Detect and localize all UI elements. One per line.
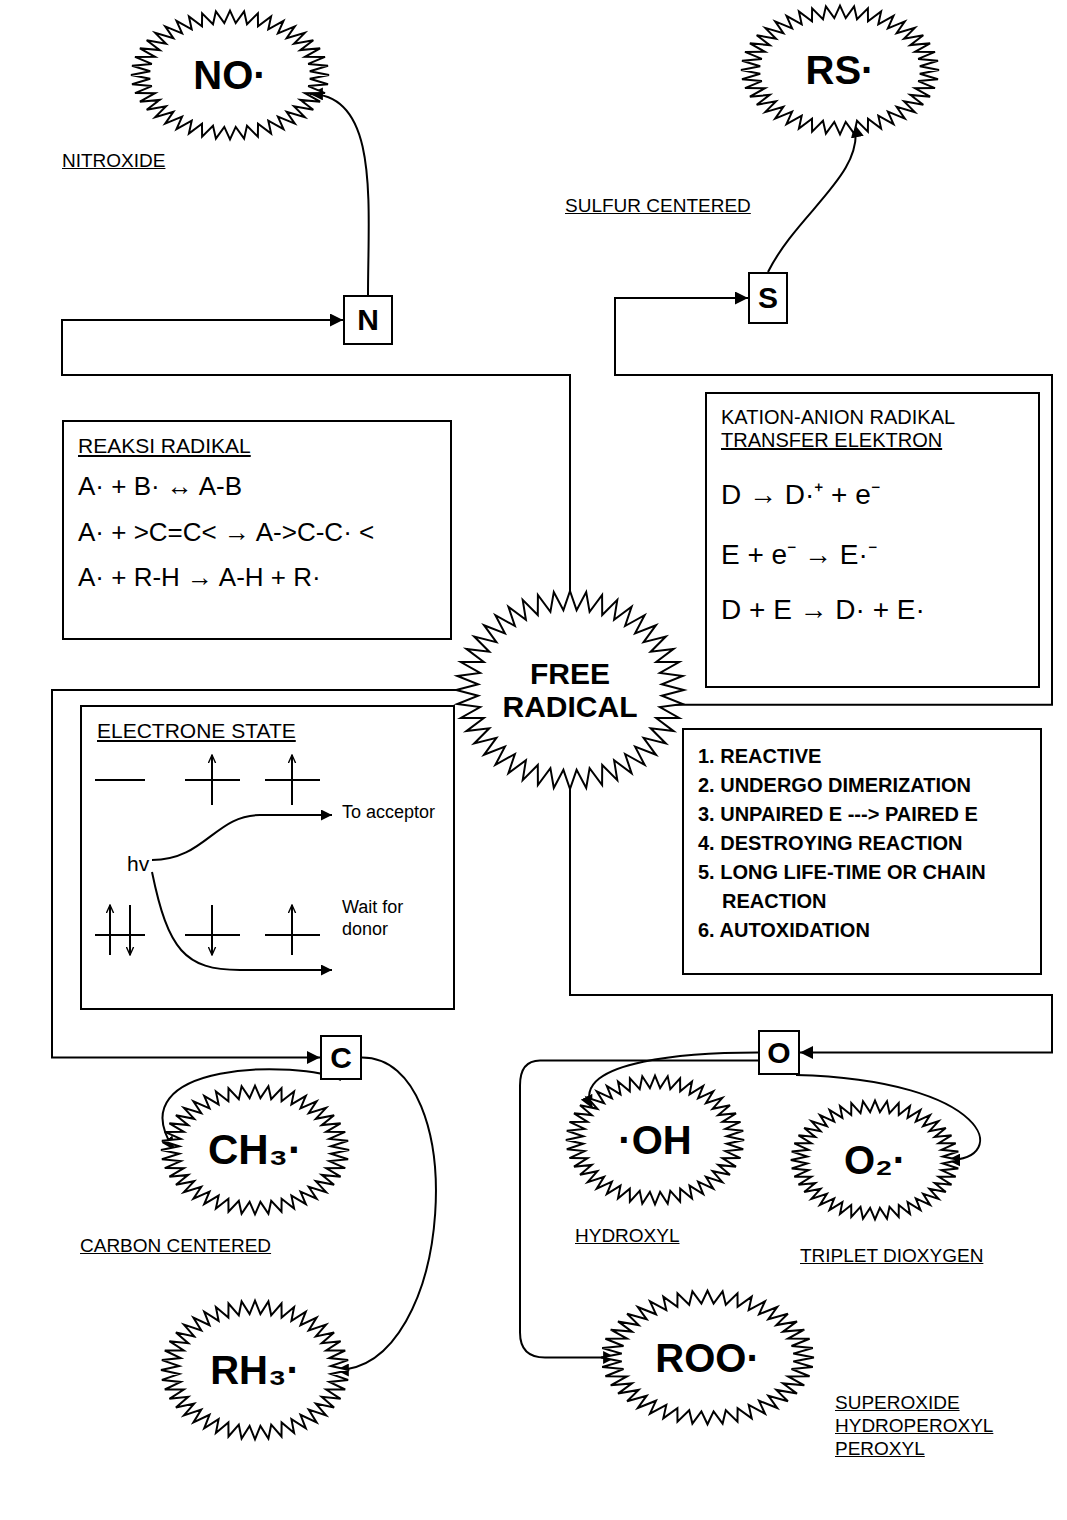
connector-arrow [336,1058,436,1371]
node-text: A· + B· ↔ A-B [78,464,436,510]
excitation-arrow [152,815,332,860]
text-box: 1. REACTIVE2. UNDERGO DIMERIZATION3. UNP… [682,728,1042,975]
letter-box: N [343,295,393,345]
radical-label: CH₃· [208,1127,302,1173]
starburst-outline [601,1291,814,1425]
node-text: A· + R-H → A-H + R· [78,555,436,601]
node-text: 3. UNPAIRED E ---> PAIRED E [698,800,1026,829]
spin-down-arrow [129,905,131,955]
letter-box: C [320,1035,362,1080]
category-label: CARBON CENTERED [80,1235,300,1258]
connector-arrow [310,94,369,295]
node-text: Wait for donor [342,897,442,940]
node-text: E + e⁻ → E·⁻ [721,534,1024,572]
starburst-node: CH₃· [160,1085,350,1215]
starburst-node: NO· [130,10,330,140]
starburst-node: RS· [740,5,940,135]
node-text: To acceptor [342,802,442,824]
category-label: SUPEROXIDE HYDROPEROXYL PEROXYL [835,1392,1005,1460]
starburst-outline [741,6,939,135]
node-text: ELECTRONE STATE [97,719,296,743]
radical-label: ROO· [655,1336,759,1380]
letter-box: S [748,272,788,324]
text-box: ELECTRONE STATE hv To acceptorWait for don… [80,705,455,1010]
energy-level [95,779,145,781]
node-text: 5. LONG LIFE-TIME OR CHAIN REACTION [698,858,1026,916]
node-text: 6. AUTOXIDATION [698,916,1026,945]
category-label: TRIPLET DIOXYGEN [800,1245,1020,1268]
radical-label: ·OH [618,1118,691,1162]
connector-arrow [52,690,472,1058]
energy-level [95,934,145,936]
excitation-arrow [152,872,332,970]
element-letter: C [330,1041,352,1075]
node-text: 2. UNDERGO DIMERIZATION [698,771,1026,800]
starburst-outline [161,1086,349,1215]
text-box: KATION-ANION RADIKALTRANSFER ELEKTRON D →… [705,392,1040,688]
starburst-node: ·OH [565,1075,745,1205]
starburst-node: FREE RADICAL [455,590,685,790]
node-text: REAKSI RADIKAL [78,434,436,458]
spin-up-arrow [211,755,213,805]
node-text: A· + >C=C< → A->C-C· < [78,510,436,556]
radical-label: RH₃· [210,1348,300,1392]
spin-up-arrow [109,905,111,955]
node-text: KATION-ANION RADIKAL [721,406,1024,429]
starburst-outline [456,591,684,789]
radical-label: NO· [193,53,266,97]
element-letter: N [357,303,379,337]
starburst-node: ROO· [600,1290,815,1425]
node-text: TRANSFER ELEKTRON [721,429,1024,452]
radical-label: FREE RADICAL [499,657,642,723]
category-label: SULFUR CENTERED [565,195,785,218]
node-text: 4. DESTROYING REACTION [698,829,1026,858]
starburst-outline [566,1076,744,1205]
node-text: 1. REACTIVE [698,742,1026,771]
text-box: REAKSI RADIKAL A· + B· ↔ A-BA· + >C=C< → … [62,420,452,640]
spin-up-arrow [291,755,293,805]
starburst-node: RH₃· [160,1300,350,1440]
starburst-outline [161,1301,349,1440]
starburst-outline [791,1101,959,1220]
letter-box: O [758,1030,800,1075]
spin-up-arrow [291,905,293,955]
starburst-node: O₂· [790,1100,960,1220]
connector-arrow [768,124,856,272]
spin-down-arrow [211,905,213,955]
node-text: hv [127,852,149,876]
category-label: HYDROXYL [575,1225,755,1248]
connector-arrow [615,298,1052,705]
element-letter: O [767,1036,790,1070]
starburst-outline [131,11,329,140]
node-text: D → D·⁺ + e⁻ [721,474,1024,512]
radical-label: RS· [806,48,875,92]
radical-label: O₂· [844,1138,906,1182]
element-letter: S [758,281,778,315]
node-text: D + E → D· + E· [721,594,1024,626]
category-label: NITROXIDE [62,150,242,173]
